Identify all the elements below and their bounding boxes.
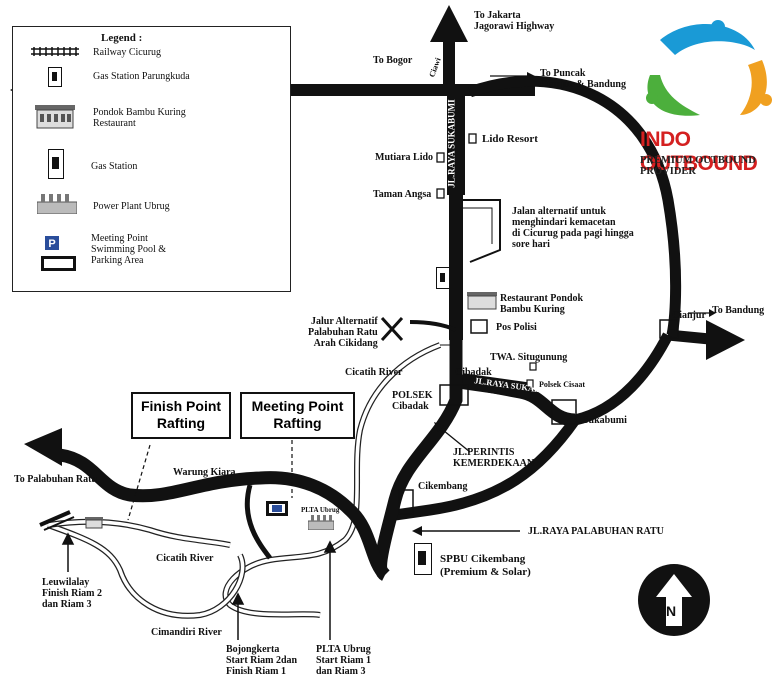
direction-palabuhan-ratu: To Palabuhan Ratu bbox=[14, 474, 97, 485]
river-branch-inner bbox=[47, 520, 231, 547]
road-east-loop bbox=[468, 75, 682, 337]
label-jalur-alternatif: Jalur Alternatif Palabuhan Ratu Arah Cik… bbox=[308, 316, 378, 349]
label-mutiara-lido: Mutiara Lido bbox=[375, 152, 434, 163]
restaurant-icon bbox=[35, 105, 75, 129]
north-label: N bbox=[666, 603, 677, 619]
restaurant-icon bbox=[85, 517, 103, 529]
label-jl-raya-sukabumi-vertical: JL.RAYA SUKABUMI bbox=[446, 99, 457, 188]
indo-outbound-logo-icon bbox=[646, 20, 772, 116]
label-polsek-cisaat: Polsek Cisaat bbox=[539, 380, 585, 389]
cicatih-river-inner bbox=[223, 343, 441, 617]
north-compass-icon bbox=[638, 564, 710, 636]
label-polsek-cibadak: POLSEK Cibadak bbox=[392, 390, 433, 412]
legend-label-railway: Railway Cicurug bbox=[93, 47, 162, 58]
label-plta-ubrug-start: PLTA Ubrug Start Riam 1 dan Riam 3 bbox=[316, 644, 371, 677]
label-cianjur: Cianjur bbox=[672, 310, 706, 321]
meeting-point-parking-icon bbox=[266, 501, 288, 516]
legend-label-gas-station: Gas Station bbox=[91, 161, 138, 172]
svg-text:P: P bbox=[48, 238, 55, 250]
label-jl-perintis: JL.PERINTIS KEMERDEKAAN bbox=[453, 447, 535, 469]
legend-label-power-plant: Power Plant Ubrug bbox=[93, 201, 170, 212]
finish-point-callout: Finish Point Rafting bbox=[131, 392, 231, 439]
direction-bandung: To Bandung bbox=[712, 305, 765, 316]
label-taman-angsa: Taman Angsa bbox=[373, 189, 432, 200]
label-jalan-alternatif: Jalan alternatif untuk menghindari kemac… bbox=[512, 206, 634, 250]
meeting-point-callout: Meeting Point Rafting bbox=[240, 392, 355, 439]
label-plta-ubrug-icon: PLTA Ubrug bbox=[301, 506, 340, 514]
fuel-pump-icon bbox=[48, 149, 64, 179]
restaurant-icon bbox=[467, 292, 497, 310]
label-lido-resort: Lido Resort bbox=[482, 133, 538, 145]
label-restaurant: Restaurant Pondok Bambu Kuring bbox=[500, 293, 584, 315]
fuel-pump-icon bbox=[48, 67, 62, 87]
cimandiri-river-inner bbox=[47, 523, 245, 618]
label-cicatih-river-top: Cicatih River bbox=[345, 367, 403, 378]
label-sukabumi: Sukabumi bbox=[583, 415, 627, 426]
legend-title: Legend : bbox=[101, 32, 143, 44]
arrow-jakarta bbox=[430, 5, 468, 42]
closed-route-x-icon bbox=[380, 316, 404, 342]
label-pos-polisi: Pos Polisi bbox=[496, 322, 537, 333]
label-cikembang: Cikembang bbox=[418, 481, 468, 492]
label-warung-kiara: Warung Kiara bbox=[173, 467, 236, 478]
parking-icon: P bbox=[41, 236, 76, 271]
logo-title: INDO OUTBOUND bbox=[640, 128, 758, 175]
arrow-bandung bbox=[706, 320, 745, 360]
road-to-warung-kiara-branch bbox=[244, 484, 272, 560]
arrow-palabuhan-ratu bbox=[24, 428, 62, 466]
map-legend: Legend : Railway Cicurug Gas Station Par… bbox=[12, 26, 291, 292]
direction-bogor: To Bogor bbox=[373, 55, 413, 66]
railway-icon bbox=[31, 47, 79, 56]
road-palabuhan-ratu bbox=[58, 448, 390, 580]
pointer-arrow-icon bbox=[434, 422, 471, 453]
road-cianjur-sukabumi bbox=[573, 332, 673, 426]
gas-station-cicurug-icon bbox=[436, 267, 450, 289]
direction-puncak: To Puncak Cianjur & Bandung bbox=[540, 68, 626, 90]
label-cimandiri-river: Cimandiri River bbox=[151, 627, 222, 638]
legend-label-meeting-point: Meeting Point Swimming Pool & Parking Ar… bbox=[91, 233, 167, 266]
road-south-loop bbox=[394, 416, 580, 521]
label-jl-raya-palabuhan: JL.RAYA PALABUHAN RATU bbox=[528, 526, 664, 537]
legend-label-gas-parungkuda: Gas Station Parungkuda bbox=[93, 71, 190, 82]
power-plant-icon bbox=[308, 515, 334, 530]
label-cibadak: Cibadak bbox=[455, 367, 492, 378]
logo-subtitle: PREMIUM OUTBOUND PROVIDER bbox=[640, 155, 756, 177]
power-plant-icon bbox=[37, 194, 77, 214]
label-cicatih-river-bottom: Cicatih River bbox=[156, 553, 214, 564]
label-leuwilalay: Leuwilalay Finish Riam 2 dan Riam 3 bbox=[42, 577, 103, 610]
label-twa: TWA. Situgunung bbox=[490, 352, 568, 363]
label-bojongkerta: Bojongkerta Start Riam 2dan Finish Riam … bbox=[226, 644, 298, 677]
legend-label-restaurant: Pondok Bambu Kuring Restaurant bbox=[93, 107, 186, 129]
railway-track-icon bbox=[39, 510, 75, 531]
label-spbu: SPBU Cikembang (Premium & Solar) bbox=[440, 553, 531, 578]
fuel-pump-icon bbox=[414, 543, 432, 575]
direction-jakarta: To Jakarta Jagorawi Highway bbox=[474, 10, 555, 32]
